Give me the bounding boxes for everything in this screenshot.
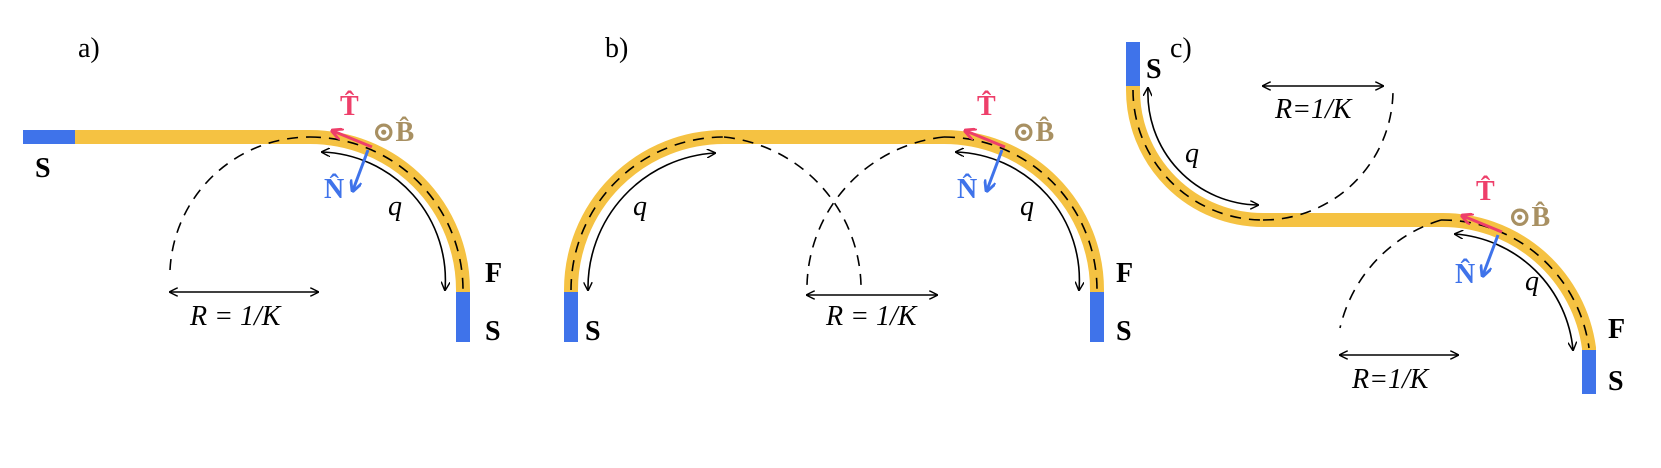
panel-a-tangent-vector <box>333 131 373 149</box>
panel-c-top-radius-label: R=1/K <box>1274 94 1353 125</box>
panel-b-left-osculating-circle <box>723 136 862 286</box>
panel-b-tangent-label: T̂ <box>977 91 996 122</box>
panel-a-ferromagnet-wire <box>75 130 470 297</box>
panel-a-radius-label: R = 1/K <box>189 301 282 332</box>
panel-b-left-arc-length <box>588 153 715 290</box>
panel-a-f-label: F <box>485 258 502 289</box>
panel-b-left-arc-label: q <box>633 191 647 222</box>
panel-c: c) q q R=1/K R=1/K T̂ ⊙B̂ N̂ S F S <box>1126 33 1625 397</box>
panel-b-right-osculating-circle <box>806 136 945 286</box>
panel-b-radius-label: R = 1/K <box>825 301 918 332</box>
panel-a-arc-label: q <box>388 191 402 222</box>
panel-b-left-s-label: S <box>585 316 601 347</box>
panel-c-binormal-label: ⊙B̂ <box>1508 202 1550 233</box>
panel-c-bottom-arc-label: q <box>1525 266 1539 297</box>
panel-b-f-label: F <box>1116 258 1133 289</box>
panel-a-normal-label: N̂ <box>324 174 344 205</box>
panel-c-normal-vector <box>1483 234 1500 275</box>
panel-a-osculating-circle <box>169 136 311 271</box>
panel-a-left-s-label: S <box>35 153 51 184</box>
panel-c-bottom-radius-label: R=1/K <box>1351 364 1430 395</box>
panel-b-right-s-label: S <box>1116 316 1132 347</box>
panel-b-right-arc-label: q <box>1020 191 1034 222</box>
panel-c-top-s-label: S <box>1146 54 1162 85</box>
panel-c-top-osculating-circle <box>1262 89 1394 221</box>
panel-c-tangent-vector <box>1463 216 1503 234</box>
panel-b-tangent-vector <box>966 131 1006 149</box>
panel-c-f-label: F <box>1608 314 1625 345</box>
panel-c-top-arc-label: q <box>1185 138 1199 169</box>
panel-a-tangent-label: T̂ <box>340 91 359 122</box>
panel-c-bottom-osculating-circle <box>1339 219 1442 329</box>
panel-b: b) q q R = 1/K T̂ ⊙B̂ N̂ S F S <box>564 33 1133 347</box>
panel-c-label: c) <box>1170 33 1192 64</box>
panel-c-bottom-s-label: S <box>1608 366 1624 397</box>
panel-a: a) q R = 1/K T̂ ⊙B̂ N̂ S F S <box>23 33 502 347</box>
panel-b-normal-vector <box>987 149 1004 190</box>
panel-c-tangent-label: T̂ <box>1476 176 1495 207</box>
panel-b-ferromagnet-wire <box>564 130 1104 297</box>
panel-a-normal-vector <box>353 149 370 190</box>
panel-c-bottom-arc-length <box>1455 234 1573 350</box>
panel-b-label: b) <box>605 33 628 64</box>
panel-b-right-arc-length <box>956 152 1079 290</box>
panel-a-label: a) <box>78 33 100 64</box>
panel-a-right-s-label: S <box>485 316 501 347</box>
panel-b-normal-label: N̂ <box>957 174 977 205</box>
panel-a-binormal-label: ⊙B̂ <box>372 117 414 148</box>
panel-a-arc-length <box>322 152 445 290</box>
panel-c-top-arc-length <box>1148 88 1258 205</box>
panel-b-binormal-label: ⊙B̂ <box>1012 117 1054 148</box>
panel-c-normal-label: N̂ <box>1455 259 1475 290</box>
